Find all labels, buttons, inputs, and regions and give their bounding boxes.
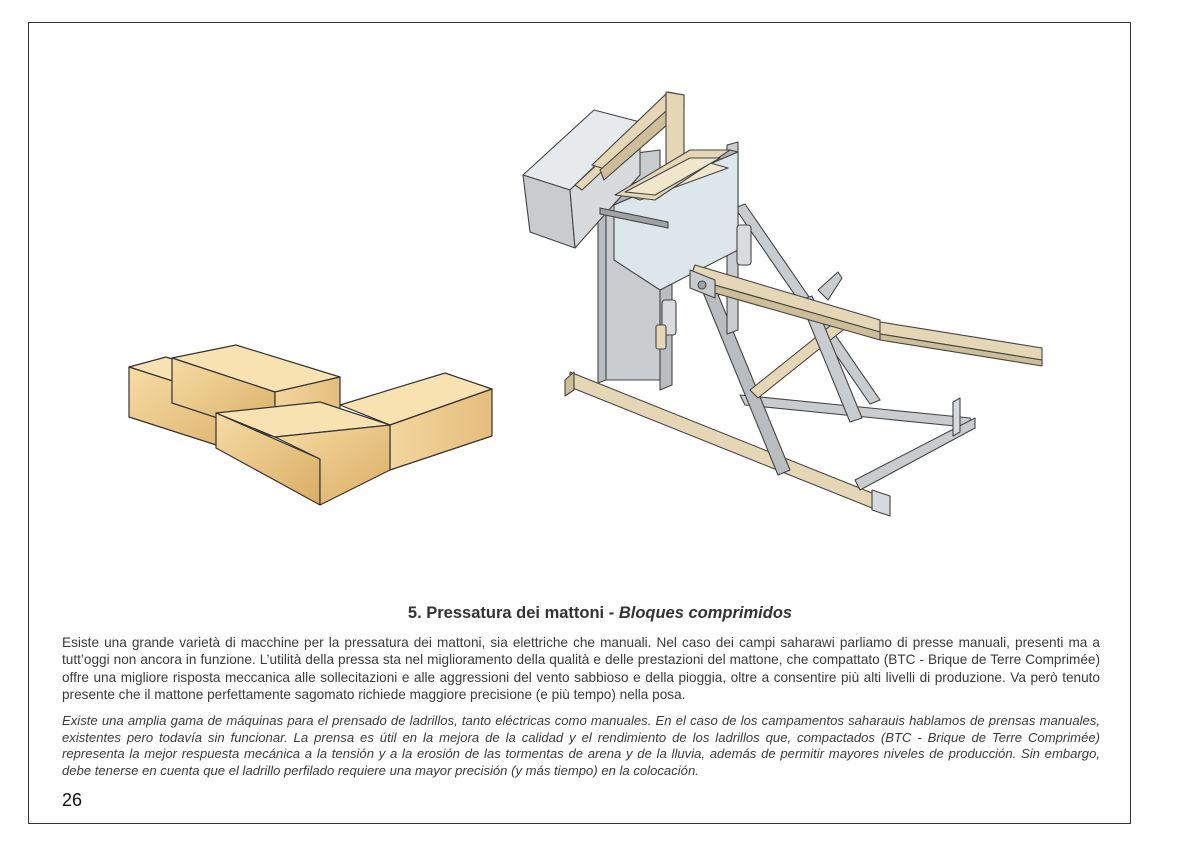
pivot-bolt	[697, 280, 707, 290]
base-rail	[952, 397, 961, 437]
section-heading: 5. Pressatura dei mattoni - Bloques comp…	[0, 604, 1200, 623]
lever-handle	[879, 333, 1043, 367]
paragraph-italian: Esiste una grande varietà di macchine pe…	[62, 635, 1100, 703]
spring	[736, 224, 752, 266]
base-rail	[564, 371, 575, 397]
base-rail	[569, 371, 883, 513]
section-title-italian: 5. Pressatura dei mattoni -	[407, 604, 619, 622]
lid-bar	[599, 207, 669, 229]
lid	[624, 157, 721, 196]
paragraph-spanish: Existe una amplia gama de máquinas para …	[62, 713, 1100, 778]
spring	[655, 324, 667, 350]
brick-front	[274, 424, 391, 506]
page-number: 26	[62, 790, 83, 810]
bricks-drawing	[128, 344, 493, 506]
base-rail	[854, 417, 976, 491]
page-border	[28, 22, 1131, 824]
strut	[799, 295, 863, 423]
brick-press-drawing	[522, 91, 1043, 517]
base-rail	[871, 489, 891, 517]
section-title-spanish: Bloques comprimidos	[618, 604, 793, 622]
lever-clamp	[817, 271, 843, 301]
illustration	[128, 91, 1043, 517]
